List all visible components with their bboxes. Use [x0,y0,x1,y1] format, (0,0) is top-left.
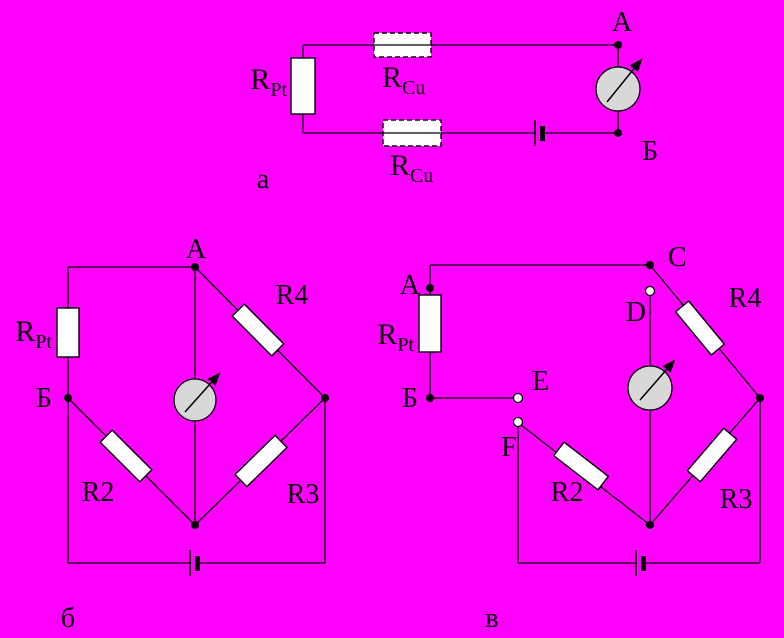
caption-b: б [61,603,75,634]
label-r2: R2 [82,477,115,508]
resistor-rpt [290,57,316,115]
label-node-a: A [612,7,633,38]
label-node-d: D [626,297,646,328]
node-a-dot [426,284,434,292]
node-b-dot [64,394,72,402]
label-r3: R3 [720,484,753,515]
label-r4: R4 [729,283,762,314]
resistor-r2 [552,441,610,491]
node-bottom-dot [191,521,199,529]
battery [189,550,200,576]
battery [534,120,545,146]
terminal-d [644,285,656,297]
battery-plate [641,556,646,571]
battery-plate [540,126,545,141]
label-node-a: A [400,270,421,301]
label-node-a: A [186,234,207,265]
resistor-r4 [231,303,285,357]
label-r2: R2 [551,477,584,508]
node-a-dot [191,263,199,271]
label-node-b: Б [402,383,418,414]
battery [635,550,646,576]
node-c-dot [646,261,654,269]
node-b-dot [426,394,434,402]
node-right-dot [756,394,764,402]
resistor-r3 [686,427,738,483]
meter-needle-icon [606,58,643,103]
node-bottom-dot [646,521,654,529]
circuit-b: A Б RPt R4 R2 R3 б [15,234,329,634]
label-rpt: RPt [250,63,287,101]
resistor-r3 [234,434,288,488]
label-rcu-bottom: RCu [390,149,433,187]
terminal-e [512,392,524,404]
node-b-dot [614,129,622,137]
label-node-f: F [501,432,517,463]
node-a-dot [614,41,622,49]
label-rcu-top: RCu [382,61,425,99]
meter-needle-icon [184,372,221,413]
label-rpt: RPt [15,315,52,353]
caption-a: а [257,164,270,195]
circuit-a-wires [302,44,619,134]
label-rpt: RPt [377,318,414,356]
label-node-b: Б [642,136,658,167]
battery-plate [195,556,200,571]
resistor-rpt [56,307,80,358]
node-right-dot [321,394,329,402]
label-node-b: Б [36,383,52,414]
label-r4: R4 [276,280,309,311]
label-node-c: C [668,242,687,273]
meter-needle-icon [639,359,676,401]
label-r3: R3 [287,479,320,510]
terminal-f [512,416,524,428]
circuit-v: A Б C D E F RPt R4 R2 R3 в [377,242,764,634]
resistor-r4 [674,300,726,356]
caption-v: в [485,603,498,634]
resistor-rpt [418,294,442,353]
circuit-a: A Б RPt RCu RCu а [250,7,658,195]
resistor-r2 [99,429,153,483]
label-node-e: E [532,366,549,397]
circuit-v-wires [429,264,761,564]
